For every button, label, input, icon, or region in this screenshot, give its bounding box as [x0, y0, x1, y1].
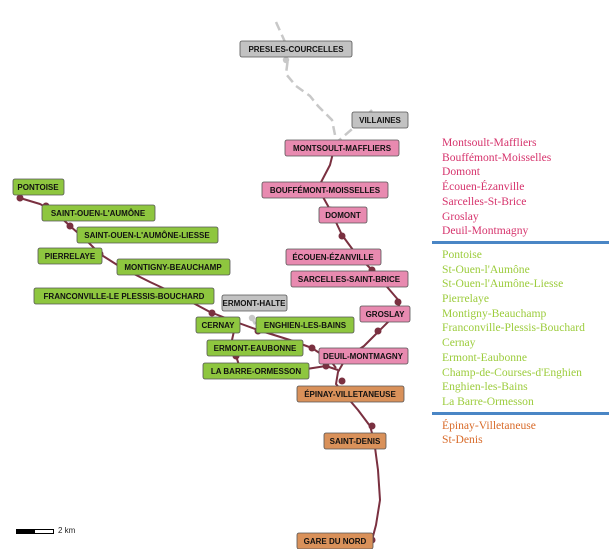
station-name: ERMONT-EAUBONNE	[214, 344, 297, 353]
station-name: GARE DU NORD	[304, 537, 367, 546]
station-label-ecouen[interactable]: ÉCOUEN-ÉZANVILLE	[285, 248, 382, 266]
station-dot	[394, 298, 402, 306]
station-dot	[208, 309, 216, 317]
station-name: ERMONT-HALTE	[223, 299, 287, 308]
legend-item: Montigny-Beauchamp	[442, 306, 547, 320]
station-dot	[374, 327, 382, 335]
station-label-pontoise[interactable]: PONTOISE	[12, 178, 65, 196]
station-label-saint-ouen-liesse[interactable]: SAINT-OUEN-L'AUMÔNE-LIESSE	[76, 226, 219, 244]
scale-label: 2 km	[58, 526, 76, 535]
station-dot	[248, 314, 256, 322]
legend-item: Deuil-Montmagny	[442, 224, 529, 238]
station-name: BOUFFÉMONT-MOISSELLES	[270, 186, 381, 195]
station-name: DEUIL-MONTMAGNY	[323, 352, 404, 361]
station-name: PIERRELAYE	[45, 252, 96, 261]
station-labels: PRESLES-COURCELLES VILLAINES MONTSOULT-M…	[12, 40, 411, 549]
legend-item: Bouffémont-Moisselles	[442, 150, 552, 164]
station-name: SAINT-DENIS	[330, 437, 381, 446]
station-name: SARCELLES-SAINT-BRICE	[298, 275, 401, 284]
station-dot	[16, 194, 24, 202]
legend-item: Écouen-Ézanville	[442, 180, 525, 194]
station-name: MONTSOULT-MAFFLIERS	[293, 144, 392, 153]
legend-item: Pierrelaye	[442, 292, 489, 306]
station-label-cernay[interactable]: CERNAY	[195, 316, 241, 334]
station-name: SAINT-OUEN-L'AUMÔNE-LIESSE	[84, 231, 210, 240]
station-dot	[66, 222, 74, 230]
station-dot	[308, 344, 316, 352]
station-dot	[338, 377, 346, 385]
station-label-presles[interactable]: PRESLES-COURCELLES	[239, 40, 353, 58]
station-name: PRESLES-COURCELLES	[248, 45, 344, 54]
station-name: MONTIGNY-BEAUCHAMP	[124, 263, 222, 272]
legend-item: Domont	[442, 165, 481, 179]
station-label-pierrelaye[interactable]: PIERRELAYE	[37, 247, 103, 265]
station-label-gare-du-nord[interactable]: GARE DU NORD	[296, 532, 374, 549]
station-name: ENGHIEN-LES-BAINS	[264, 321, 347, 330]
station-name: SAINT-OUEN-L'AUMÔNE	[51, 209, 146, 218]
legend-item: Cernay	[442, 336, 476, 350]
station-name: ÉCOUEN-ÉZANVILLE	[292, 253, 374, 262]
station-label-groslay[interactable]: GROSLAY	[359, 305, 411, 323]
station-label-deuil[interactable]: DEUIL-MONTMAGNY	[318, 347, 409, 365]
station-dot	[368, 422, 376, 430]
station-name: VILLAINES	[359, 116, 401, 125]
station-label-domont[interactable]: DOMONT	[318, 206, 368, 224]
station-label-villaines[interactable]: VILLAINES	[351, 111, 409, 129]
legend-item: St-Ouen-l'Aumône	[442, 262, 530, 276]
line-montsoult-st-denis	[317, 144, 401, 541]
legend-item: Franconville-Plessis-Bouchard	[442, 321, 585, 335]
station-label-epinay[interactable]: ÉPINAY-VILLETANEUSE	[296, 385, 405, 403]
station-name: DOMONT	[325, 211, 361, 220]
legend-item: St-Denis	[442, 433, 483, 447]
station-name: CERNAY	[201, 321, 235, 330]
station-name: GROSLAY	[366, 310, 405, 319]
station-name: PONTOISE	[17, 183, 59, 192]
station-label-enghien[interactable]: ENGHIEN-LES-BAINS	[255, 316, 355, 334]
legend-item: La Barre-Ormesson	[442, 394, 534, 408]
station-label-montigny[interactable]: MONTIGNY-BEAUCHAMP	[116, 258, 231, 276]
station-label-franconville[interactable]: FRANCONVILLE-LE PLESSIS-BOUCHARD	[33, 287, 215, 305]
dashed-line-north	[274, 21, 338, 141]
legend-item: Pontoise	[442, 247, 482, 261]
legend-item: Montsoult-Maffliers	[442, 136, 537, 149]
station-name: LA BARRE-ORMESSON	[211, 367, 302, 376]
station-label-bouffemont[interactable]: BOUFFÉMONT-MOISSELLES	[261, 181, 389, 199]
station-label-montsoult[interactable]: MONTSOULT-MAFFLIERS	[284, 139, 400, 157]
legend-item: Groslay	[442, 209, 479, 223]
station-label-ermont-eaubonne[interactable]: ERMONT-EAUBONNE	[206, 339, 304, 357]
legend-item: Sarcelles-St-Brice	[442, 194, 527, 208]
legend-item: Ermont-Eaubonne	[442, 350, 527, 364]
station-name: ÉPINAY-VILLETANEUSE	[304, 390, 396, 399]
legend-separator	[432, 411, 609, 415]
station-name: FRANCONVILLE-LE PLESSIS-BOUCHARD	[44, 292, 205, 301]
station-dot	[282, 56, 290, 64]
station-label-saint-ouen[interactable]: SAINT-OUEN-L'AUMÔNE	[41, 204, 156, 222]
station-dot	[338, 232, 346, 240]
legend-item: Épinay-Villetaneuse	[442, 418, 536, 432]
station-label-sarcelles[interactable]: SARCELLES-SAINT-BRICE	[290, 270, 409, 288]
station-label-saint-denis[interactable]: SAINT-DENIS	[323, 432, 387, 450]
legend-item: Enghien-les-Bains	[442, 380, 528, 394]
station-label-la-barre[interactable]: LA BARRE-ORMESSON	[202, 362, 310, 380]
station-label-ermont-halte[interactable]: ERMONT-HALTE	[221, 294, 288, 312]
dashed-line-villaines-branch	[335, 109, 373, 144]
scale-bar-graphic	[16, 529, 54, 534]
legend-separator	[432, 240, 609, 244]
legend-item: St-Ouen-l'Aumône-Liesse	[442, 277, 564, 291]
legend-item: Champ-de-Courses-d'Enghien	[442, 365, 582, 379]
